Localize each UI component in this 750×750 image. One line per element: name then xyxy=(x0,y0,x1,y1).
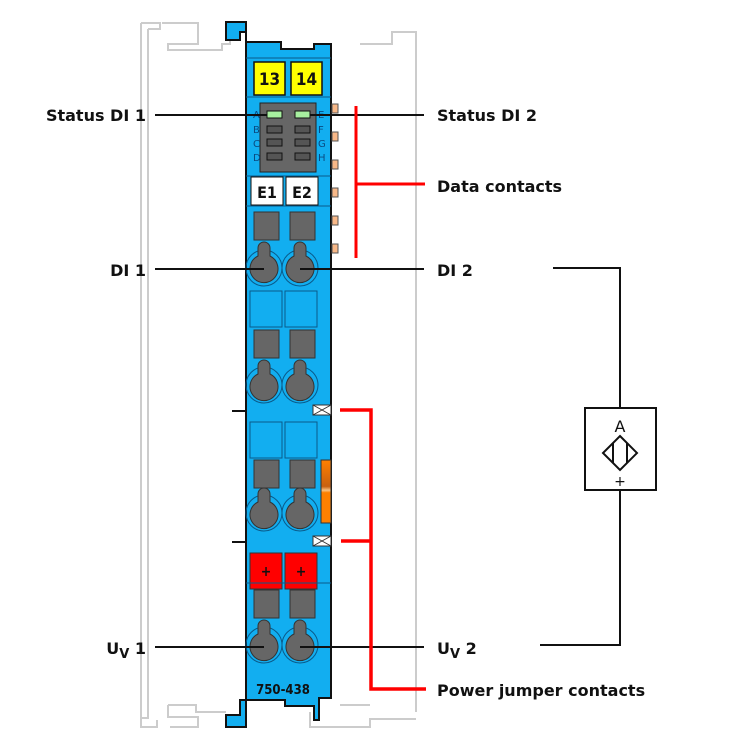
sensor-terminal-plus: + xyxy=(614,474,626,490)
release-button[interactable] xyxy=(289,329,316,359)
led-letter-h: H xyxy=(318,153,326,164)
led-g xyxy=(294,138,311,147)
part-number: 750-438 xyxy=(256,683,310,698)
led-h xyxy=(294,152,311,161)
terminal-group-2 xyxy=(245,290,319,404)
label-uv2: UV 2 xyxy=(437,639,477,662)
label-di1: DI 1 xyxy=(110,261,146,280)
proximity-sensor-symbol: A + xyxy=(584,407,657,491)
label-data-contacts: Data contacts xyxy=(437,177,562,196)
release-button[interactable] xyxy=(253,459,280,489)
sensor-terminal-a: A xyxy=(615,417,626,436)
data-contacts xyxy=(331,103,339,254)
terminal-group-3 xyxy=(245,421,332,532)
release-button[interactable] xyxy=(289,459,316,489)
clamp-di2[interactable] xyxy=(285,241,315,284)
channel-e2-label: E2 xyxy=(292,183,312,202)
release-button[interactable] xyxy=(289,589,316,619)
led-c xyxy=(266,138,283,147)
marker-13-label: 13 xyxy=(259,70,280,90)
leader-lines xyxy=(155,114,424,648)
marker-14: 14 xyxy=(290,61,323,96)
marker-14-label: 14 xyxy=(296,70,317,90)
led-f xyxy=(294,125,311,134)
release-button[interactable] xyxy=(253,589,280,619)
led-panel: A B C D E F G H xyxy=(253,102,326,173)
channel-e2: E2 xyxy=(285,176,319,206)
clamp[interactable] xyxy=(285,359,315,402)
power-jumper-contact-bottom xyxy=(312,535,332,547)
clamp-uv1[interactable] xyxy=(249,619,279,662)
led-b xyxy=(266,125,283,134)
marker-13: 13 xyxy=(253,61,286,96)
plus-sign: + xyxy=(296,564,307,580)
label-di2: DI 2 xyxy=(437,261,473,280)
sensor-wiring xyxy=(540,267,621,646)
fuse xyxy=(320,459,332,524)
clamp[interactable] xyxy=(249,487,279,530)
release-button[interactable] xyxy=(253,211,280,241)
release-button[interactable] xyxy=(253,329,280,359)
led-letter-c: C xyxy=(253,139,260,150)
label-power-jumper-contacts: Power jumper contacts xyxy=(437,681,645,700)
power-terminals: + + xyxy=(245,552,331,664)
led-e xyxy=(294,110,311,119)
power-jumper-contact-top xyxy=(312,404,332,416)
channel-e1-label: E1 xyxy=(257,183,277,202)
led-letter-b: B xyxy=(253,125,260,136)
clamp[interactable] xyxy=(285,487,315,530)
neighbour-outline xyxy=(140,22,417,728)
led-a xyxy=(266,110,283,119)
label-status-di1: Status DI 1 xyxy=(46,106,146,125)
clamp-di1[interactable] xyxy=(249,241,279,284)
led-d xyxy=(266,152,283,161)
release-button[interactable] xyxy=(289,211,316,241)
led-letter-f: F xyxy=(318,125,324,136)
clamp-uv2[interactable] xyxy=(285,619,315,662)
led-letter-g: G xyxy=(318,139,326,150)
data-contacts-bracket xyxy=(354,106,425,258)
clamp[interactable] xyxy=(249,359,279,402)
label-uv1: UV 1 xyxy=(106,639,146,662)
plus-sign: + xyxy=(261,564,272,580)
power-jumper-bracket xyxy=(340,408,426,691)
channel-e1: E1 xyxy=(250,176,284,206)
led-letter-d: D xyxy=(253,153,261,164)
label-status-di2: Status DI 2 xyxy=(437,106,537,125)
